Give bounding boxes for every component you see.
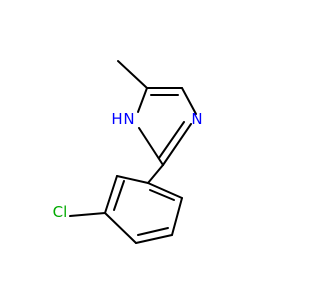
bond-c4-n3 xyxy=(181,87,197,115)
molecule-structure-canvas: H N N Cl xyxy=(0,0,300,300)
bond-n1-c5 xyxy=(137,87,148,113)
bond-phenyl-2-3 xyxy=(104,175,118,214)
bond-phenyl-3-4 xyxy=(104,212,137,244)
atom-labels: H N N Cl xyxy=(53,110,203,221)
bond-n3-c2-double xyxy=(158,121,185,159)
bond-c2-n1 xyxy=(138,127,164,166)
label-nitrogen: N xyxy=(191,110,202,128)
label-nh-nitrogen: N xyxy=(123,110,134,128)
bond-phenyl-1-2 xyxy=(116,175,149,184)
bonds xyxy=(69,60,197,244)
bond-n3-c2 xyxy=(162,123,192,166)
bond-c-cl xyxy=(69,212,106,217)
label-nh-hydrogen: H xyxy=(111,110,122,128)
bond-phenyl-4-5 xyxy=(135,234,173,244)
bond-phenyl-6-1-double xyxy=(149,189,175,201)
canvas-background xyxy=(0,0,300,300)
bond-c2-phenyl xyxy=(147,164,164,184)
label-chlorine: Cl xyxy=(53,203,68,221)
bond-phenyl-2-3-double xyxy=(113,180,125,211)
bond-phenyl-6-1 xyxy=(147,182,183,199)
bond-methyl-c5 xyxy=(117,60,148,89)
bond-phenyl-5-6 xyxy=(171,197,183,236)
bond-phenyl-4-5-double xyxy=(137,227,169,236)
